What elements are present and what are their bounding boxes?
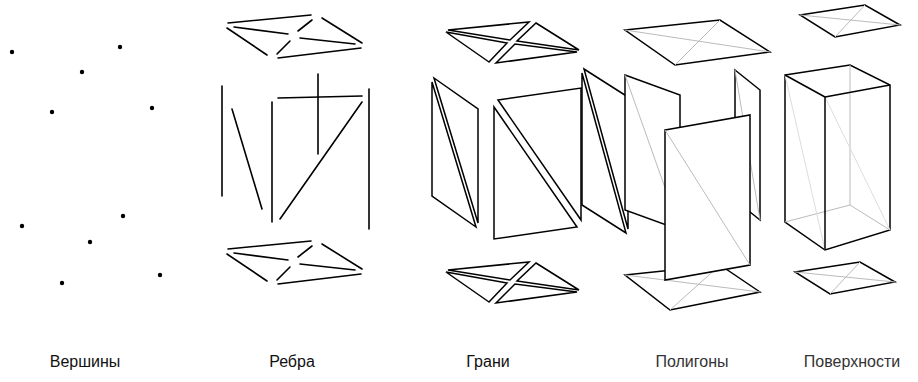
polygon-faces <box>625 20 770 310</box>
vertex-dots <box>121 214 125 218</box>
polygon-faces <box>675 20 720 65</box>
vertex-dots <box>20 224 24 228</box>
caption-label: Полигоны <box>655 352 728 372</box>
face-triangles <box>432 22 628 239</box>
edge-lines <box>227 254 267 281</box>
vertex-dots <box>118 45 122 49</box>
caption-label: Грани <box>466 352 509 372</box>
surface-parts <box>835 5 865 37</box>
face-triangles <box>446 262 579 303</box>
polygon-faces <box>665 115 750 280</box>
edge-lines <box>228 241 311 249</box>
edge-lines <box>277 41 290 54</box>
edge-lines <box>298 20 312 31</box>
face-triangles <box>494 107 577 239</box>
edge-lines <box>222 15 369 284</box>
surface-parts <box>850 65 851 205</box>
edge-lines <box>271 102 273 222</box>
surface-parts <box>824 97 826 250</box>
edge-lines <box>300 38 355 44</box>
vertex-dots <box>150 106 154 110</box>
face-triangles <box>432 22 628 303</box>
edge-lines <box>232 109 262 209</box>
face-triangles <box>582 73 626 233</box>
vertex-dots <box>10 50 14 54</box>
edge-lines <box>300 264 355 270</box>
polygon-faces <box>625 20 770 310</box>
surface-parts <box>785 205 850 222</box>
surface-parts <box>785 65 890 250</box>
vertex-dots <box>88 240 92 244</box>
vertex-dots <box>10 45 162 285</box>
edge-lines <box>221 86 223 196</box>
vertex-dots <box>50 110 54 114</box>
edge-lines <box>234 27 288 34</box>
edge-lines <box>227 241 362 284</box>
face-triangles <box>446 272 507 302</box>
surface-parts <box>795 272 895 282</box>
caption-label: Ребра <box>269 352 315 372</box>
edge-lines <box>322 244 362 269</box>
edge-lines <box>222 74 369 229</box>
edge-lines <box>322 18 362 43</box>
edge-lines <box>277 267 290 280</box>
surface-parts <box>785 5 900 294</box>
edge-lines <box>227 15 362 58</box>
surface-parts <box>800 15 900 25</box>
face-triangles <box>496 284 577 303</box>
edge-lines <box>228 15 311 23</box>
vertex-dots <box>158 273 162 277</box>
surface-parts <box>785 75 825 250</box>
surface-parts <box>830 262 860 294</box>
face-triangles <box>432 82 476 227</box>
surface-parts <box>825 97 890 230</box>
edge-lines <box>278 48 361 58</box>
edge-lines <box>368 89 370 229</box>
edge-lines <box>278 274 361 284</box>
face-triangles <box>446 32 507 62</box>
surface-parts <box>795 262 895 294</box>
surface-parts <box>800 5 900 37</box>
polygon-faces <box>625 20 770 65</box>
surface-parts <box>785 5 900 294</box>
surface-parts <box>825 85 890 97</box>
edge-lines <box>317 74 319 154</box>
edge-lines <box>234 253 288 260</box>
polygon-faces <box>665 130 750 265</box>
edge-lines <box>298 246 312 257</box>
edge-lines <box>227 28 267 55</box>
polygon-faces <box>625 30 770 52</box>
face-triangles <box>496 44 577 63</box>
caption-label: Поверхности <box>804 352 900 372</box>
edge-lines <box>278 96 362 98</box>
vertex-dots <box>60 281 64 285</box>
vertex-dots <box>80 70 84 74</box>
caption-label: Вершины <box>50 352 121 372</box>
edge-lines <box>280 102 362 219</box>
surface-parts <box>785 75 825 97</box>
